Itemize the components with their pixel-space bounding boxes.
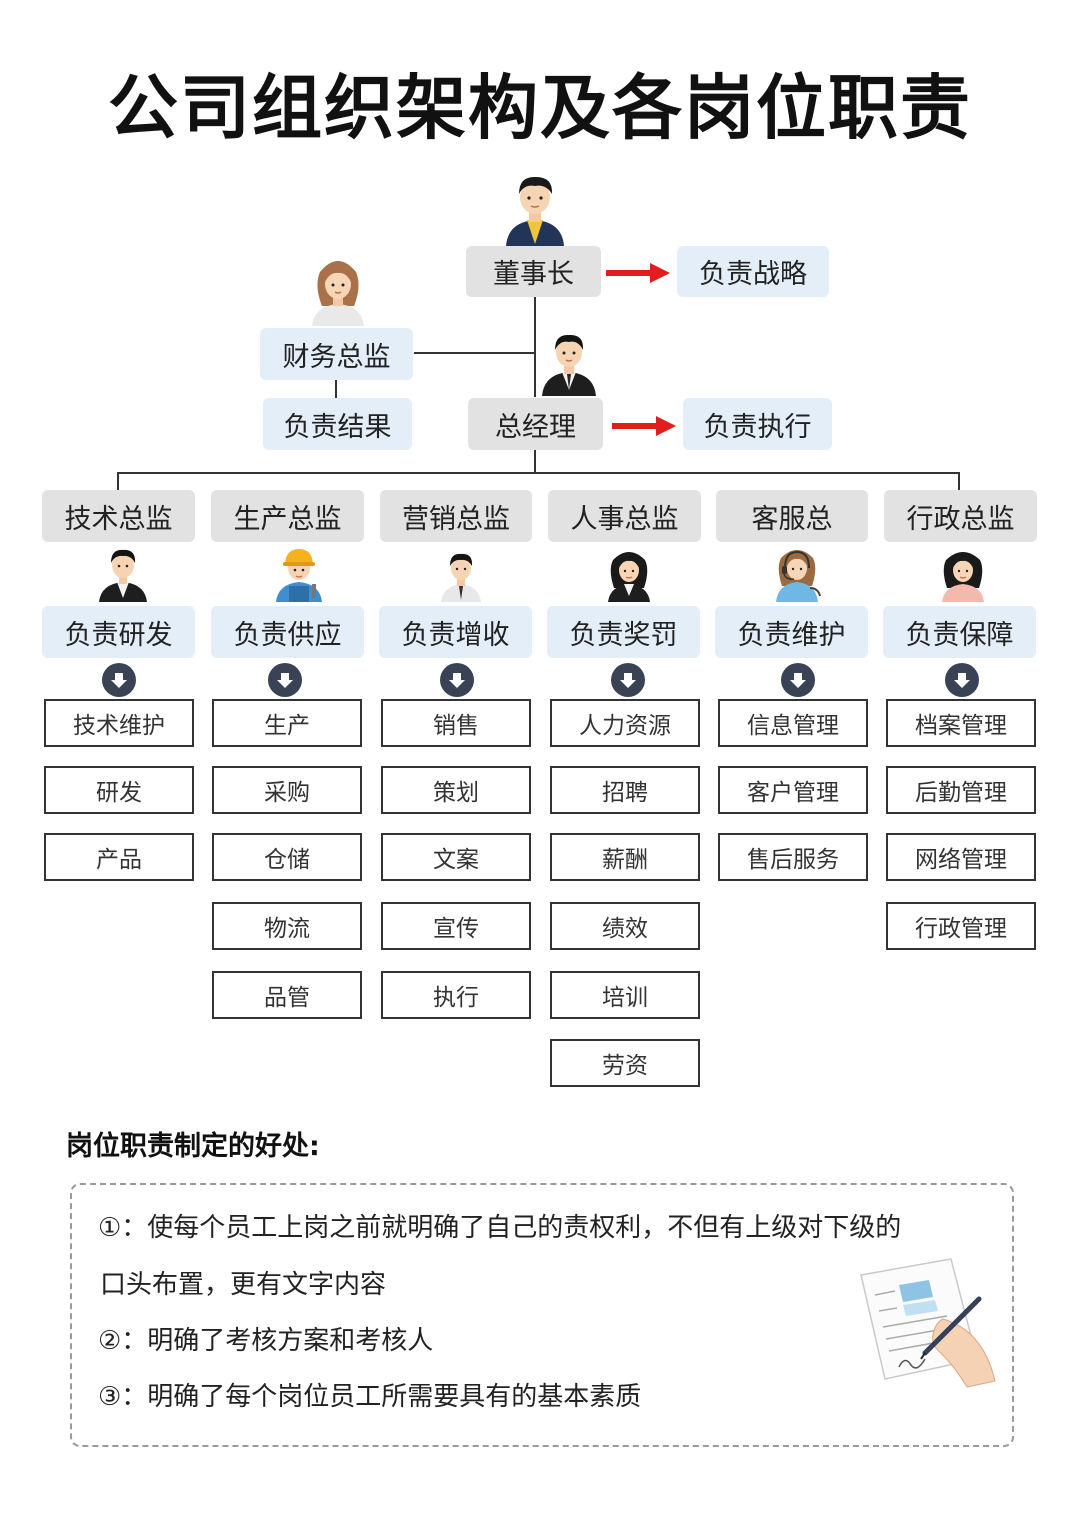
- connector-gm-down: [534, 450, 536, 472]
- benefits-title: 岗位职责制定的好处:: [66, 1131, 320, 1162]
- admin-avatar-icon: [942, 552, 984, 602]
- service-avatar-icon: [776, 550, 821, 602]
- chairman-box: 董事长: [466, 246, 601, 297]
- dept-service-box: 客服总: [716, 490, 868, 542]
- dept-marketing-item: 策划: [381, 766, 531, 814]
- dept-production-item: 仓储: [212, 833, 362, 881]
- tech-avatar-icon: [99, 549, 147, 602]
- dept-admin-duty-box: 负责保障: [883, 606, 1036, 658]
- dept-admin-item: 档案管理: [886, 699, 1036, 747]
- dept-tech-item: 研发: [44, 766, 194, 814]
- dept-service-duty-box: 负责维护: [715, 606, 868, 658]
- dept-tech-duty-box: 负责研发: [42, 606, 195, 658]
- dept-admin-item: 网络管理: [886, 833, 1036, 881]
- connector-dept-1: [117, 472, 119, 490]
- dept-service-item: 信息管理: [718, 699, 868, 747]
- dept-service-item: 客户管理: [718, 766, 868, 814]
- dept-production-item: 品管: [212, 971, 362, 1019]
- dept-admin-item: 后勤管理: [886, 766, 1036, 814]
- dept-admin-box: 行政总监: [884, 490, 1037, 542]
- benefit-line: 口头布置，更有文字内容: [100, 1270, 387, 1300]
- dept-hr-duty-box: 负责奖罚: [547, 606, 700, 658]
- dept-service-item: 售后服务: [718, 833, 868, 881]
- marketing-avatar-icon: [441, 553, 481, 602]
- benefit-line: ③：明确了每个岗位员工所需要具有的基本素质: [98, 1382, 642, 1412]
- finance-box: 财务总监: [260, 328, 413, 380]
- benefit-line: ②：明确了考核方案和考核人: [98, 1326, 434, 1356]
- chairman-duty-box: 负责战略: [677, 246, 829, 297]
- dept-marketing-item: 销售: [381, 699, 531, 747]
- connector-dept-6: [958, 472, 960, 490]
- benefits-panel: ①：使每个员工上岗之前就明确了自己的责权利，不但有上级对下级的 口头布置，更有文…: [70, 1183, 1014, 1447]
- down-arrow-icon: [102, 663, 136, 697]
- dept-tech-item: 产品: [44, 833, 194, 881]
- down-arrow-icon: [611, 663, 645, 697]
- down-arrow-icon: [268, 663, 302, 697]
- hr-avatar-icon: [608, 552, 650, 602]
- page-title: 公司组织架构及各岗位职责: [108, 67, 972, 149]
- dept-marketing-item: 文案: [381, 833, 531, 881]
- connector-finance-duty: [335, 380, 337, 398]
- signing-document-icon: [860, 1258, 996, 1388]
- finance-duty-box: 负责结果: [263, 398, 412, 450]
- connector-chairman-gm: [534, 297, 536, 397]
- dept-tech-item: 技术维护: [44, 699, 194, 747]
- dept-hr-item: 薪酬: [550, 833, 700, 881]
- dept-admin-item: 行政管理: [886, 902, 1036, 950]
- dept-hr-item: 劳资: [550, 1039, 700, 1087]
- down-arrow-icon: [945, 663, 979, 697]
- dept-hr-item: 人力资源: [550, 699, 700, 747]
- benefit-line: ①：使每个员工上岗之前就明确了自己的责权利，不但有上级对下级的: [98, 1213, 902, 1243]
- gm-avatar-icon: [542, 334, 596, 396]
- gm-duty-box: 负责执行: [683, 398, 832, 450]
- down-arrow-icon: [781, 663, 815, 697]
- connector-departments-bar: [117, 472, 960, 474]
- red-arrow-icon: [606, 263, 670, 283]
- connector-finance: [414, 352, 536, 354]
- dept-production-item: 采购: [212, 766, 362, 814]
- dept-marketing-item: 宣传: [381, 902, 531, 950]
- dept-hr-item: 培训: [550, 971, 700, 1019]
- down-arrow-icon: [440, 663, 474, 697]
- dept-hr-item: 招聘: [550, 766, 700, 814]
- dept-marketing-item: 执行: [381, 971, 531, 1019]
- dept-production-box: 生产总监: [211, 490, 364, 542]
- dept-production-item: 生产: [212, 699, 362, 747]
- dept-tech-box: 技术总监: [42, 490, 195, 542]
- worker-avatar-icon: [276, 549, 322, 602]
- dept-hr-box: 人事总监: [548, 490, 701, 542]
- finance-avatar-icon: [312, 261, 364, 326]
- red-arrow-icon: [612, 416, 676, 436]
- dept-marketing-box: 营销总监: [380, 490, 532, 542]
- dept-hr-item: 绩效: [550, 902, 700, 950]
- dept-production-item: 物流: [212, 902, 362, 950]
- chairman-avatar-icon: [506, 176, 564, 246]
- dept-marketing-duty-box: 负责增收: [379, 606, 532, 658]
- dept-production-duty-box: 负责供应: [211, 606, 364, 658]
- gm-box: 总经理: [468, 398, 603, 450]
